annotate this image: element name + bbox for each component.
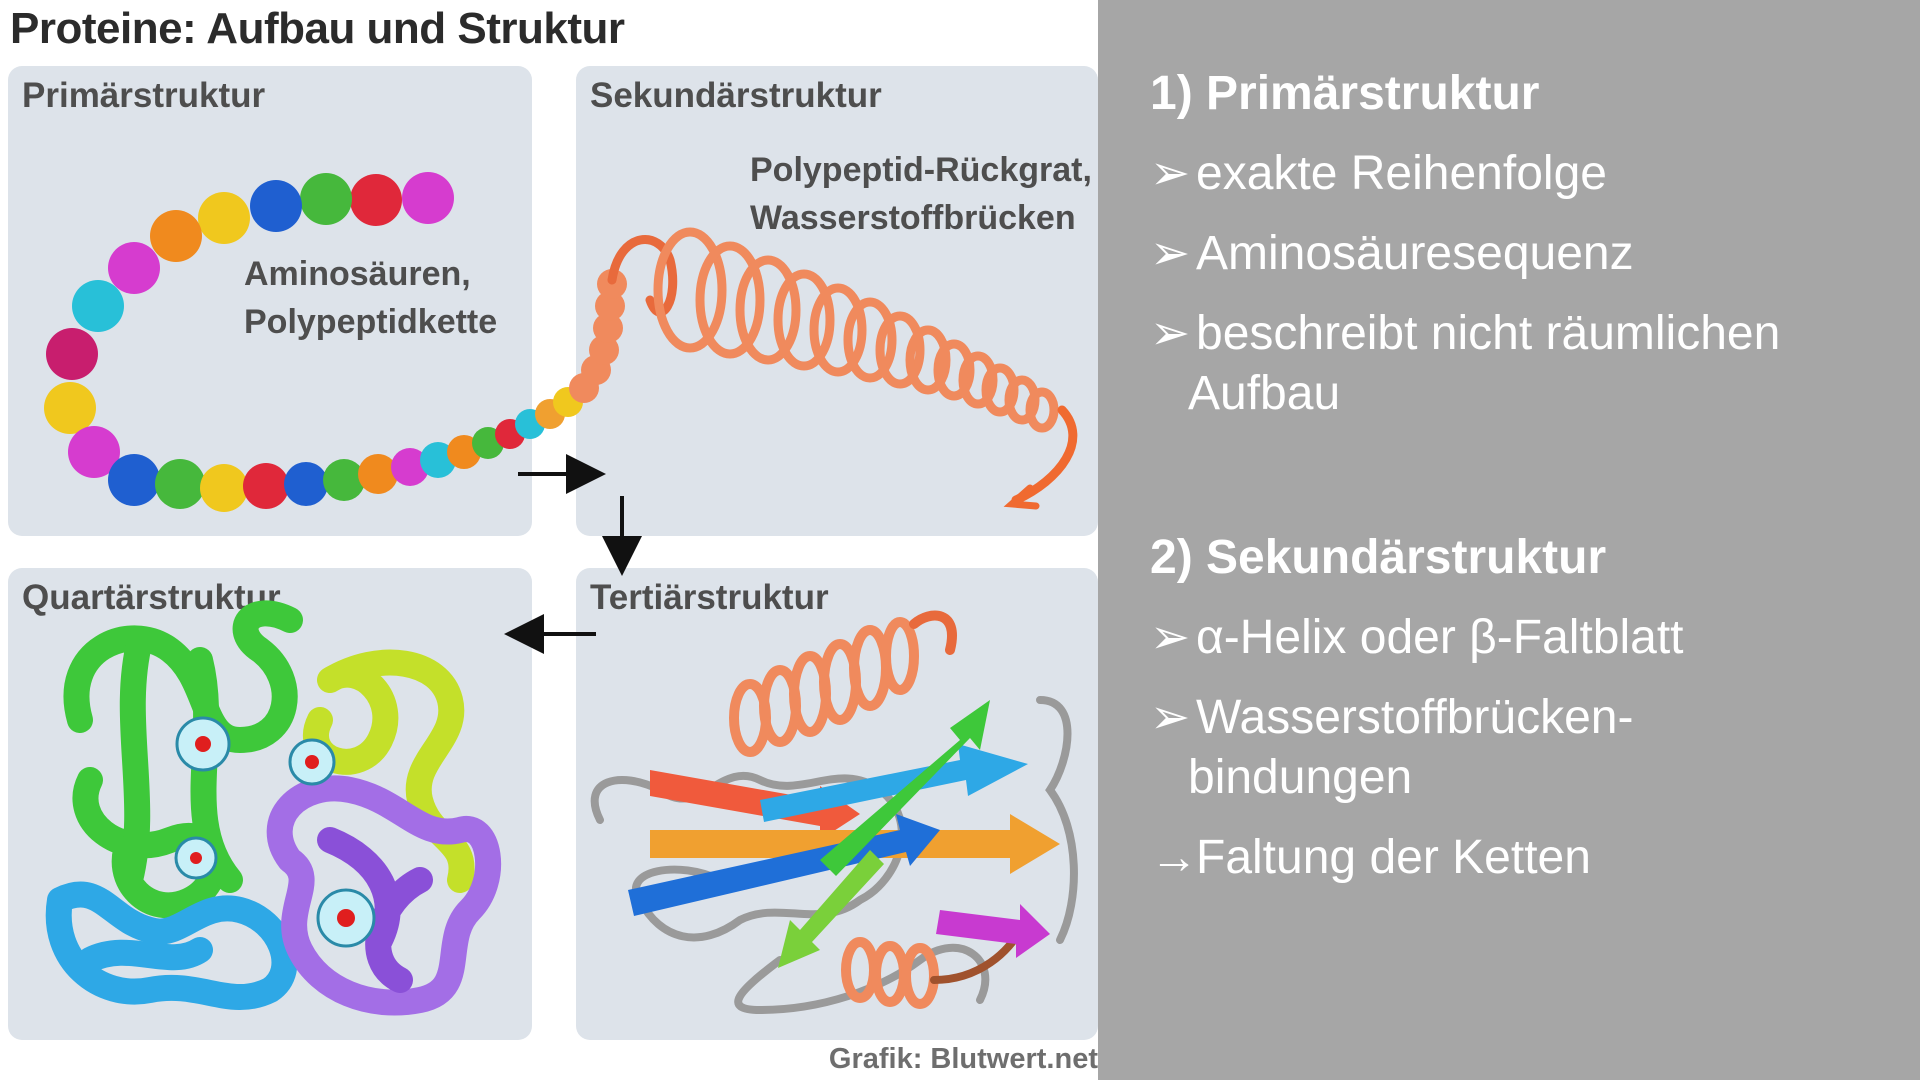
bullet-text-continuation: Aufbau (1188, 367, 1341, 420)
secondary-caption: Polypeptid-Rückgrat, Wasserstoffbrücken (750, 146, 1092, 242)
primary-caption-line-2: Polypeptidkette (244, 303, 498, 341)
bullet-text: exakte Reihenfolge (1196, 147, 1607, 200)
quaternary-complex (45, 600, 502, 1016)
arrow-bullet-icon: ➢ (1150, 611, 1191, 664)
secondary-caption-line-2: Wasserstoffbrücken (750, 199, 1076, 237)
arrow-bullet-icon: ➢ (1150, 691, 1191, 744)
panel-secondary-title: Sekundärstruktur (590, 76, 882, 115)
tertiary-fold (590, 610, 1078, 1015)
bullet-item: →Faltung der Ketten (1150, 828, 1591, 888)
secondary-caption-line-1: Polypeptid-Rückgrat, (750, 151, 1092, 189)
bullet-item: ➢Aminosäuresequenz (1150, 224, 1634, 284)
process-arrows (504, 454, 642, 654)
primary-caption-line-1: Aminosäuren, (244, 255, 471, 293)
right-arrow-icon: → (1150, 831, 1198, 884)
notes-panel: 1) Primärstruktur ➢exakte Reihenfolge ➢A… (1098, 0, 1920, 1080)
heme-groups (174, 716, 376, 948)
amino-acid-chain (44, 172, 627, 512)
bullet-text: Aminosäuresequenz (1196, 227, 1634, 280)
panel-tertiary-title: Tertiärstruktur (590, 578, 829, 617)
bullet-text-continuation: bindungen (1188, 751, 1413, 804)
bullet-text: α-Helix oder β-Faltblatt (1196, 611, 1684, 664)
bullet-item: ➢α-Helix oder β-Faltblatt (1150, 608, 1684, 668)
beta-strands (628, 700, 1060, 968)
arrow-bullet-icon: ➢ (1150, 147, 1191, 200)
bullet-item: ➢beschreibt nicht räumlichen Aufbau (1150, 304, 1780, 424)
diagram-area: Proteine: Aufbau und Struktur Primärstru… (8, 4, 1098, 1075)
bullet-text: Wasserstoffbrücken- (1196, 691, 1634, 744)
structure-illustration (44, 172, 1078, 1016)
arrow-bullet-icon: ➢ (1150, 227, 1191, 280)
bullet-item: ➢exakte Reihenfolge (1150, 144, 1607, 204)
bullet-text: Faltung der Ketten (1196, 831, 1591, 884)
alpha-helix (607, 227, 1078, 510)
bullet-item: ➢Wasserstoffbrücken- bindungen (1150, 688, 1633, 808)
section-heading-primary: 1) Primärstruktur (1150, 67, 1540, 120)
page-title: Proteine: Aufbau und Struktur (10, 4, 625, 53)
graphic-credit: Grafik: Blutwert.net (828, 1043, 1098, 1075)
primary-caption: Aminosäuren, Polypeptidkette (244, 250, 497, 346)
panel-primary-title: Primärstruktur (22, 76, 266, 115)
panel-quaternary-title: Quartärstruktur (22, 578, 281, 617)
arrow-bullet-icon: ➢ (1150, 307, 1191, 360)
section-heading-secondary: 2) Sekundärstruktur (1150, 531, 1607, 584)
bullet-text: beschreibt nicht räumlichen (1196, 307, 1781, 360)
